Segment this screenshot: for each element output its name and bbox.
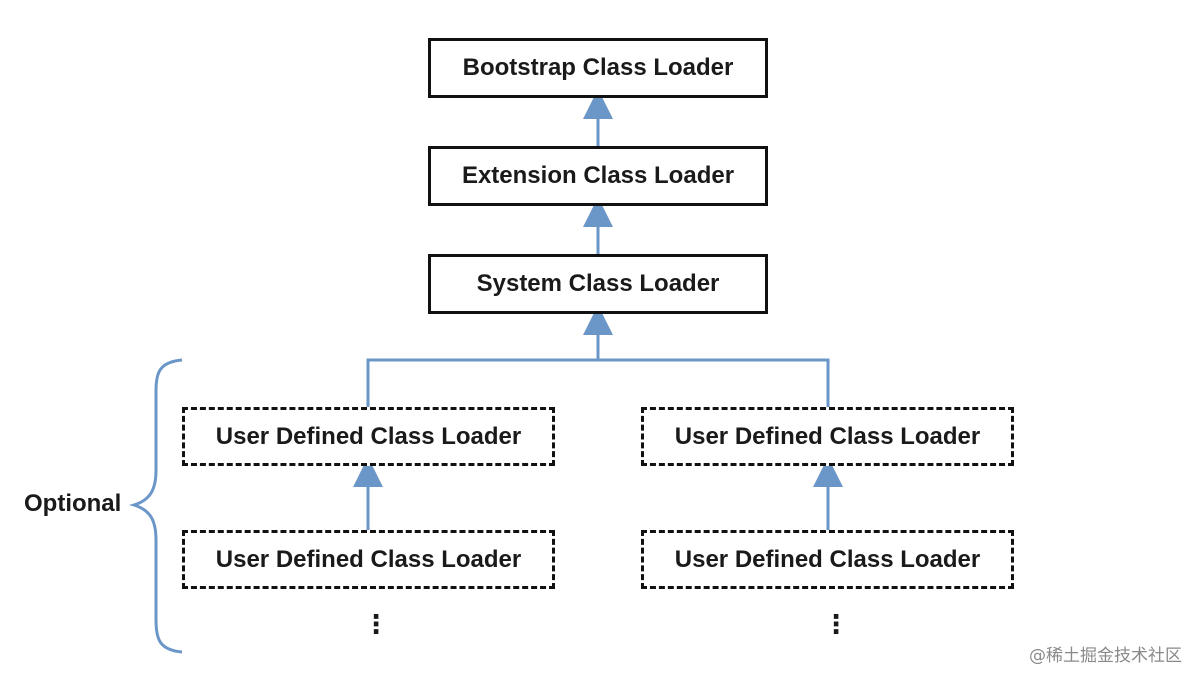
user-defined-loader-right-bottom-box: User Defined Class Loader bbox=[641, 530, 1014, 589]
extension-class-loader-label: Extension Class Loader bbox=[461, 162, 735, 189]
system-class-loader-box: System Class Loader bbox=[428, 254, 768, 314]
continuation-dots-left: ⋮ bbox=[363, 610, 389, 640]
optional-brace-icon bbox=[128, 358, 183, 654]
user-defined-loader-left-bottom-box: User Defined Class Loader bbox=[182, 530, 555, 589]
bootstrap-class-loader-box: Bootstrap Class Loader bbox=[428, 38, 768, 98]
watermark: @稀土掘金技术社区 bbox=[1029, 646, 1182, 666]
user-defined-loader-left-top-label: User Defined Class Loader bbox=[215, 422, 522, 450]
connector-user-top-to-system bbox=[366, 358, 830, 407]
user-defined-loader-right-top-box: User Defined Class Loader bbox=[641, 407, 1014, 466]
continuation-dots-right: ⋮ bbox=[823, 610, 849, 640]
user-defined-loader-left-bottom-label: User Defined Class Loader bbox=[215, 545, 522, 573]
optional-label: Optional bbox=[24, 490, 122, 517]
system-class-loader-label: System Class Loader bbox=[476, 270, 720, 297]
bootstrap-class-loader-label: Bootstrap Class Loader bbox=[462, 54, 734, 81]
user-defined-loader-right-top-label: User Defined Class Loader bbox=[674, 422, 981, 450]
user-defined-loader-left-top-box: User Defined Class Loader bbox=[182, 407, 555, 466]
user-defined-loader-right-bottom-label: User Defined Class Loader bbox=[674, 545, 981, 573]
extension-class-loader-box: Extension Class Loader bbox=[428, 146, 768, 206]
